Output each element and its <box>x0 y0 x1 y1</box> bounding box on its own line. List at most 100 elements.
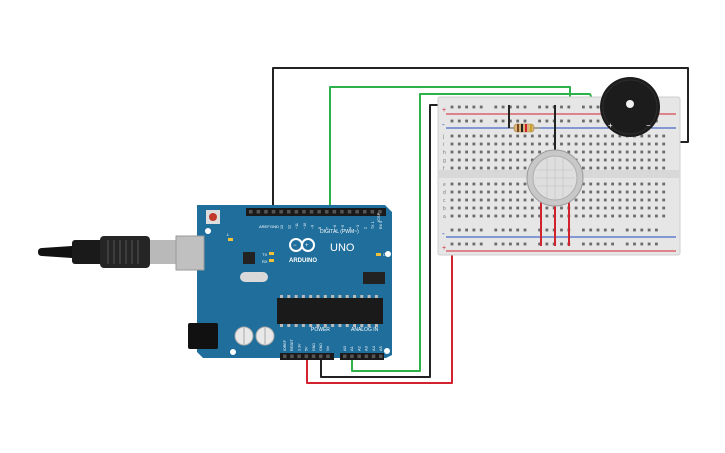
bottom-rail-hole[interactable] <box>457 228 461 232</box>
breadboard-hole[interactable] <box>516 158 520 162</box>
breadboard-hole[interactable] <box>662 150 666 154</box>
top-rail-hole[interactable] <box>494 119 498 123</box>
top-rail-hole[interactable] <box>450 119 454 123</box>
bottom-rail-hole[interactable] <box>655 242 658 246</box>
bottom-rail-hole[interactable] <box>625 242 629 246</box>
reset-button[interactable] <box>209 213 217 221</box>
digital-header-pin[interactable] <box>355 210 359 214</box>
breadboard-hole[interactable] <box>574 206 578 210</box>
bottom-rail-hole[interactable] <box>589 242 593 246</box>
top-rail-hole[interactable] <box>582 105 585 109</box>
analog-header-pin[interactable] <box>379 354 383 359</box>
breadboard-hole[interactable] <box>625 182 629 186</box>
breadboard-hole[interactable] <box>530 134 534 138</box>
breadboard-hole[interactable] <box>611 182 614 186</box>
bottom-rail-hole[interactable] <box>501 242 505 246</box>
breadboard-hole[interactable] <box>640 150 644 154</box>
bottom-rail-hole[interactable] <box>457 242 461 246</box>
breadboard-hole[interactable] <box>589 182 593 186</box>
breadboard-hole[interactable] <box>516 206 520 210</box>
breadboard-hole[interactable] <box>611 134 614 138</box>
top-rail-hole[interactable] <box>479 119 483 123</box>
bottom-rail-hole[interactable] <box>647 242 651 246</box>
breadboard-hole[interactable] <box>603 206 607 210</box>
usb-cable[interactable] <box>38 236 180 268</box>
breadboard-hole[interactable] <box>640 134 644 138</box>
breadboard-hole[interactable] <box>479 182 483 186</box>
top-rail-hole[interactable] <box>472 105 476 109</box>
breadboard-hole[interactable] <box>633 198 636 202</box>
breadboard-hole[interactable] <box>640 214 644 218</box>
breadboard-hole[interactable] <box>465 166 468 170</box>
breadboard-hole[interactable] <box>494 190 498 194</box>
breadboard-hole[interactable] <box>574 214 578 218</box>
breadboard-hole[interactable] <box>501 158 505 162</box>
breadboard-hole[interactable] <box>472 166 476 170</box>
breadboard-hole[interactable] <box>589 206 593 210</box>
breadboard-hole[interactable] <box>589 198 593 202</box>
breadboard-hole[interactable] <box>509 214 512 218</box>
breadboard-hole[interactable] <box>640 166 644 170</box>
breadboard-hole[interactable] <box>545 214 549 218</box>
top-rail-hole[interactable] <box>596 119 600 123</box>
breadboard-hole[interactable] <box>611 214 614 218</box>
breadboard-hole[interactable] <box>479 198 483 202</box>
breadboard-hole[interactable] <box>655 206 658 210</box>
bottom-rail-hole[interactable] <box>509 242 512 246</box>
breadboard-hole[interactable] <box>640 198 644 202</box>
bottom-rail-hole[interactable] <box>560 228 563 232</box>
breadboard-hole[interactable] <box>479 134 483 138</box>
breadboard-hole[interactable] <box>538 214 541 218</box>
breadboard-hole[interactable] <box>633 158 636 162</box>
breadboard-hole[interactable] <box>509 142 512 146</box>
breadboard-hole[interactable] <box>457 166 461 170</box>
breadboard-hole[interactable] <box>662 182 666 186</box>
digital-header-pin[interactable] <box>347 210 352 214</box>
bottom-rail-hole[interactable] <box>611 228 614 232</box>
breadboard-hole[interactable] <box>603 150 607 154</box>
digital-header-pin[interactable] <box>325 210 329 214</box>
bottom-rail-hole[interactable] <box>494 242 498 246</box>
breadboard-hole[interactable] <box>618 214 622 218</box>
breadboard-hole[interactable] <box>640 158 644 162</box>
breadboard-hole[interactable] <box>494 206 498 210</box>
breadboard-hole[interactable] <box>472 182 476 186</box>
breadboard-hole[interactable] <box>640 206 644 210</box>
power-header-pin[interactable] <box>283 354 287 359</box>
breadboard-hole[interactable] <box>662 142 666 146</box>
breadboard-hole[interactable] <box>501 190 505 194</box>
breadboard-hole[interactable] <box>603 166 607 170</box>
breadboard-hole[interactable] <box>538 134 541 138</box>
bottom-rail-hole[interactable] <box>625 228 629 232</box>
power-header-pin[interactable] <box>304 354 309 359</box>
breadboard-hole[interactable] <box>611 166 614 170</box>
analog-header-pin[interactable] <box>350 354 354 359</box>
breadboard-hole[interactable] <box>538 142 541 146</box>
breadboard-hole[interactable] <box>516 142 520 146</box>
breadboard-hole[interactable] <box>465 206 468 210</box>
breadboard-hole[interactable] <box>574 142 578 146</box>
breadboard-hole[interactable] <box>655 142 658 146</box>
breadboard-hole[interactable] <box>523 166 527 170</box>
bottom-rail-hole[interactable] <box>494 228 498 232</box>
bottom-rail-hole[interactable] <box>472 242 476 246</box>
breadboard-hole[interactable] <box>479 142 483 146</box>
bottom-rail-hole[interactable] <box>582 228 585 232</box>
breadboard-hole[interactable] <box>509 182 512 186</box>
breadboard-hole[interactable] <box>509 206 512 210</box>
bottom-rail-hole[interactable] <box>450 242 454 246</box>
breadboard-hole[interactable] <box>662 198 666 202</box>
top-rail-hole[interactable] <box>567 105 571 109</box>
breadboard-hole[interactable] <box>457 190 461 194</box>
breadboard-hole[interactable] <box>457 198 461 202</box>
breadboard-hole[interactable] <box>450 198 454 202</box>
breadboard-hole[interactable] <box>501 150 505 154</box>
breadboard-hole[interactable] <box>523 190 527 194</box>
bottom-rail-hole[interactable] <box>633 242 636 246</box>
top-rail-hole[interactable] <box>516 119 520 123</box>
breadboard-hole[interactable] <box>633 150 636 154</box>
breadboard-hole[interactable] <box>611 150 614 154</box>
bottom-rail-hole[interactable] <box>523 242 527 246</box>
bottom-rail-hole[interactable] <box>640 228 644 232</box>
breadboard-hole[interactable] <box>589 158 593 162</box>
